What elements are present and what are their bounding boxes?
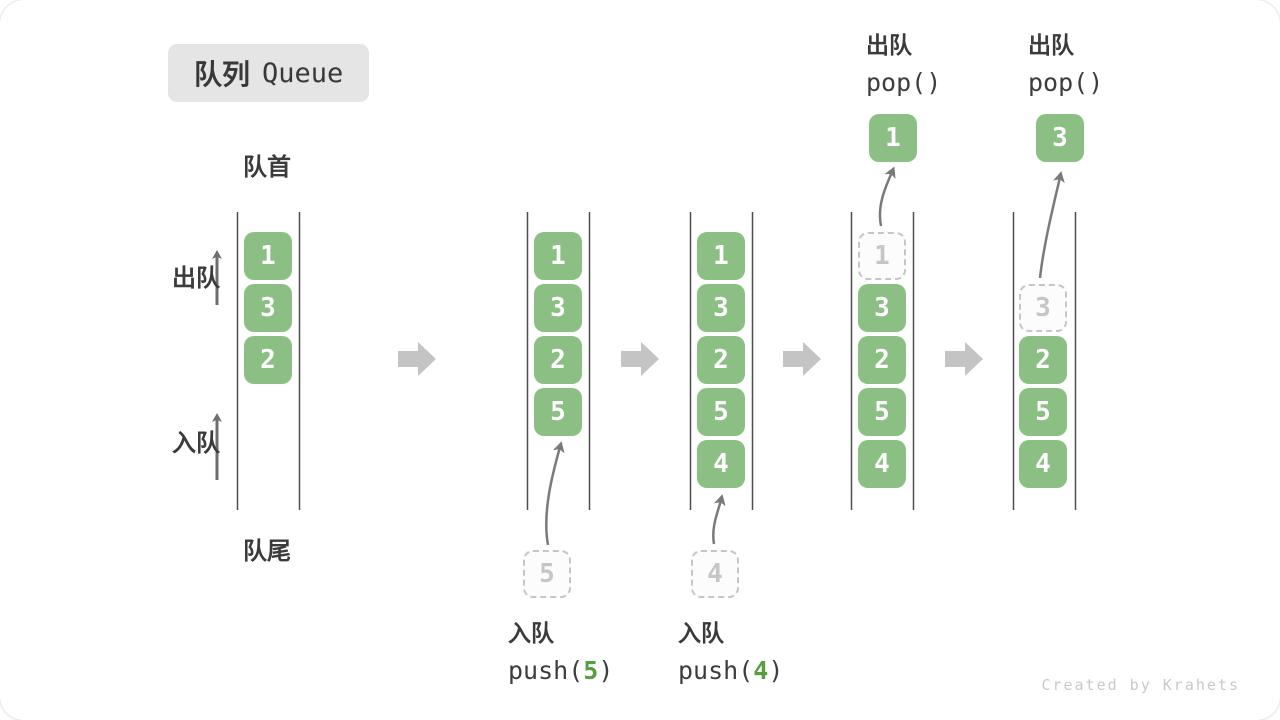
queue3-cell: 5 <box>697 388 745 436</box>
queue3-cell: 3 <box>697 284 745 332</box>
push4-code-close: ) <box>768 656 784 685</box>
pop2-arrow-icon <box>1038 171 1065 279</box>
queue4-cell: 3 <box>858 284 906 332</box>
push4-code: push(4) <box>678 658 783 683</box>
queue-channel-walls <box>236 212 1077 510</box>
queue5-popped-cell: 3 <box>1036 114 1084 162</box>
watermark: Created by Krahets <box>1041 676 1240 694</box>
label-queue-rear: 队尾 <box>243 538 291 565</box>
queue3-cell: 2 <box>697 336 745 384</box>
queue2-cell: 2 <box>534 336 582 384</box>
push4-arrow-icon <box>712 494 726 545</box>
step-arrow-1-icon <box>398 342 436 376</box>
queue1-cell: 1 <box>244 232 292 280</box>
push5-label-zh: 入队 <box>508 620 554 646</box>
push5-code-open: push( <box>508 656 584 685</box>
queue2-cell: 3 <box>534 284 582 332</box>
queue4-cell: 2 <box>858 336 906 384</box>
queue5-cell: 5 <box>1019 388 1067 436</box>
queue2-cell: 5 <box>534 388 582 436</box>
queue4-ghost-cell: 1 <box>858 232 906 280</box>
title-zh: 队列 <box>194 59 251 90</box>
pop2-code: pop() <box>1028 68 1104 97</box>
push5-arrow-icon <box>545 441 565 546</box>
title-en: Queue <box>262 57 344 89</box>
queue5-cell: 4 <box>1019 440 1067 488</box>
label-queue-front: 队首 <box>243 154 291 181</box>
step-arrow-2-icon <box>621 342 659 376</box>
queue3-incoming-cell: 4 <box>691 550 739 598</box>
pop1-arrow-icon <box>878 166 896 227</box>
label-enqueue-side: 入队 <box>172 430 220 457</box>
queue5-cell: 2 <box>1019 336 1067 384</box>
queue1-cell: 3 <box>244 284 292 332</box>
push5-code-arg: 5 <box>583 656 599 685</box>
queue4-cell: 5 <box>858 388 906 436</box>
step-arrow-4-icon <box>945 342 983 376</box>
step-arrow-3-icon <box>783 342 821 376</box>
push4-code-arg: 4 <box>753 656 769 685</box>
queue2-incoming-cell: 5 <box>523 550 571 598</box>
pop2-label-zh: 出队 <box>1028 32 1074 58</box>
push5-code-close: ) <box>598 656 614 685</box>
pop1-code: pop() <box>866 68 942 97</box>
queue2-cell: 1 <box>534 232 582 280</box>
push5-code: push(5) <box>508 658 613 683</box>
queue3-cell: 4 <box>697 440 745 488</box>
operation-arrows <box>545 166 1065 546</box>
push4-code-open: push( <box>678 656 754 685</box>
queue4-cell: 4 <box>858 440 906 488</box>
queue4-popped-cell: 1 <box>869 114 917 162</box>
queue3-cell: 1 <box>697 232 745 280</box>
pop1-label-zh: 出队 <box>866 32 912 58</box>
queue1-cell: 2 <box>244 336 292 384</box>
label-dequeue-side: 出队 <box>172 265 220 292</box>
title-badge: 队列 Queue <box>168 44 370 102</box>
queue5-ghost-cell: 3 <box>1019 284 1067 332</box>
push4-label-zh: 入队 <box>678 620 724 646</box>
